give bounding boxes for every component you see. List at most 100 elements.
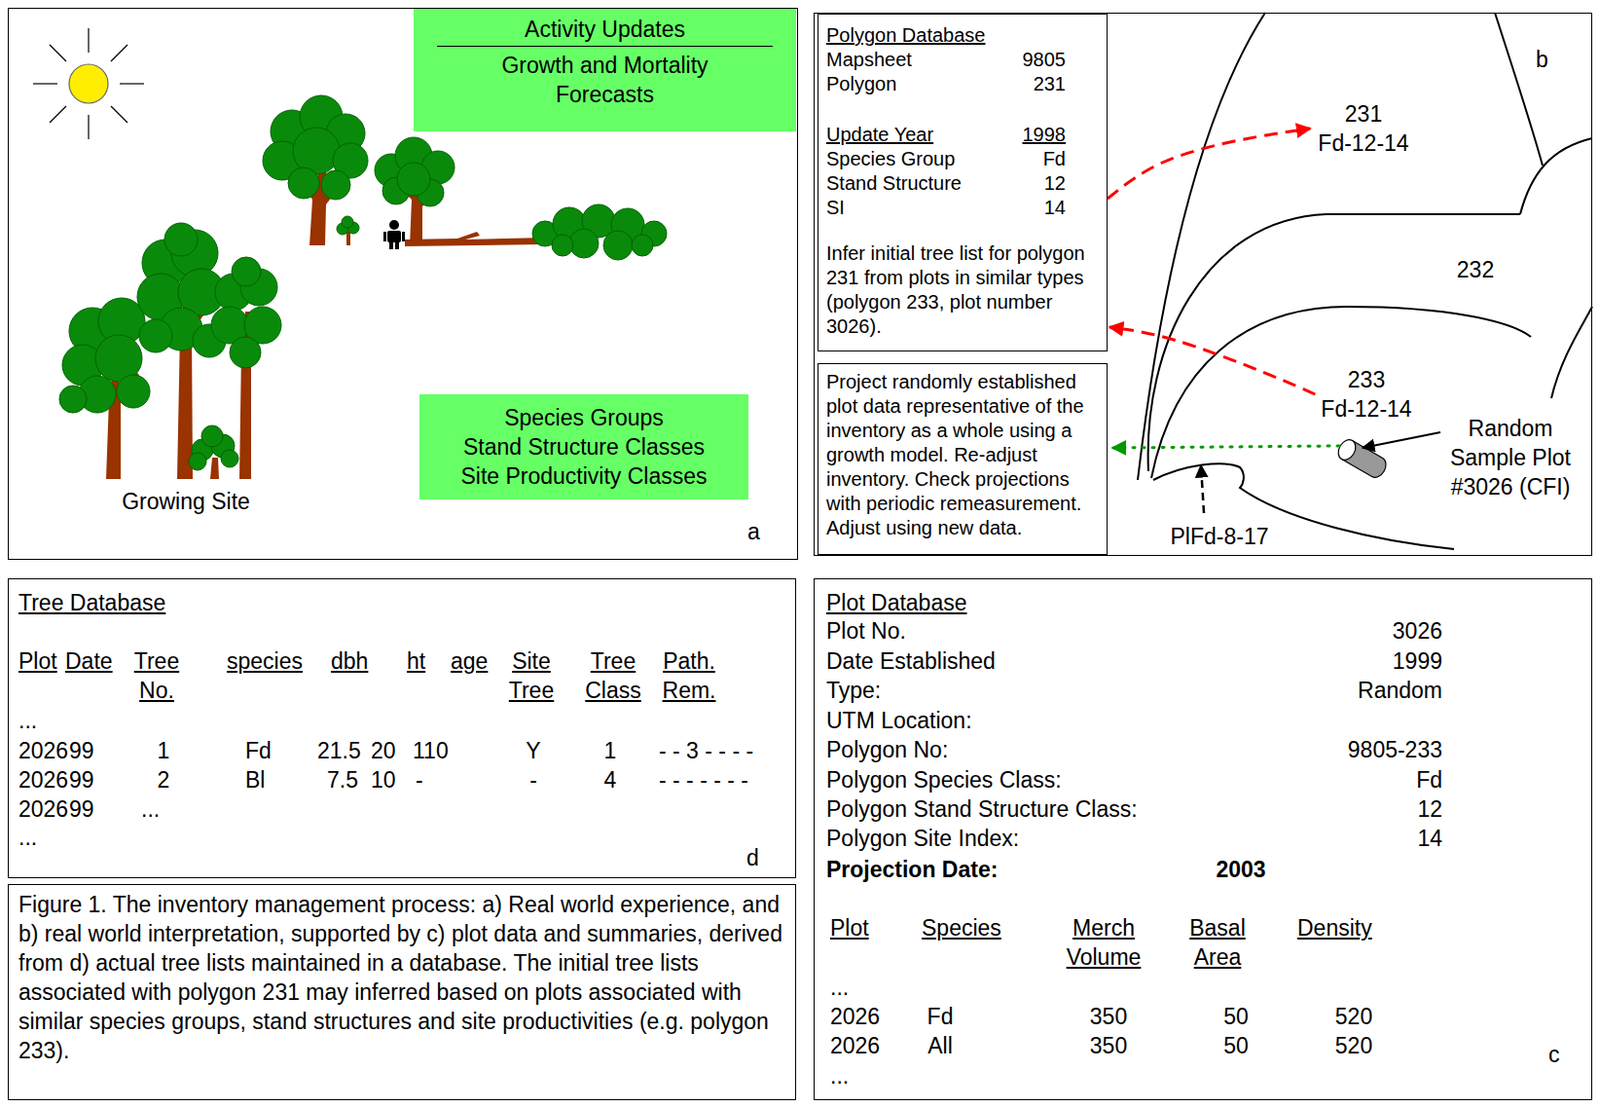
text-cell: Date bbox=[65, 646, 113, 676]
tree-symbol bbox=[59, 385, 87, 413]
dashed-arrow bbox=[1107, 128, 1310, 199]
map-polygon: 231Fd-12-14 bbox=[1311, 97, 1415, 160]
tree-symbol bbox=[229, 336, 261, 368]
record-text: 1998 bbox=[1022, 123, 1067, 146]
table-cell: 50 bbox=[1223, 1003, 1249, 1029]
text-cell: 4 bbox=[604, 764, 618, 795]
text-cell: 1999 bbox=[1392, 646, 1443, 676]
text-cell: 2026 bbox=[830, 1001, 880, 1031]
text-cell: ... bbox=[830, 1060, 849, 1091]
record-text: Fd bbox=[1043, 147, 1066, 170]
text-cell: 2026 bbox=[830, 1030, 880, 1060]
table-cell: age bbox=[450, 648, 488, 674]
text-cell: Date Established bbox=[826, 646, 996, 676]
text-cell: ... bbox=[18, 822, 37, 852]
sun-symbol bbox=[33, 82, 58, 84]
text-cell: Mapsheet bbox=[826, 47, 912, 73]
table-cell: Tree Class bbox=[584, 648, 642, 703]
note-box: Project randomly established plot data r… bbox=[817, 363, 1108, 555]
sun-symbol bbox=[49, 106, 67, 123]
tree-symbol bbox=[188, 452, 207, 471]
text-cell: d bbox=[746, 842, 760, 873]
text-cell: 520 bbox=[1335, 1030, 1373, 1060]
table-cell: 2026 bbox=[18, 796, 69, 822]
text-cell: 2026 bbox=[18, 735, 69, 765]
table-cell: ... bbox=[830, 1062, 849, 1089]
table-cell: 1 bbox=[604, 737, 618, 764]
projection-dotted-arrow bbox=[1112, 445, 1340, 448]
text-cell: Density bbox=[1297, 912, 1373, 943]
text-cell: - bbox=[415, 764, 424, 795]
polygon-label: 233 bbox=[1320, 364, 1412, 395]
table-cell: 99 bbox=[69, 737, 95, 764]
tree-symbol bbox=[220, 449, 239, 468]
map-polygon: 233Fd-12-14 bbox=[1314, 363, 1418, 426]
text-cell: ... bbox=[830, 972, 849, 1002]
tree-symbol bbox=[374, 137, 455, 246]
table-cell: Random bbox=[1357, 677, 1443, 703]
tree-symbol bbox=[374, 137, 455, 207]
table-cell: 350 bbox=[1090, 1003, 1128, 1029]
text-cell: Fd bbox=[245, 735, 272, 765]
polygon-label: 232 bbox=[1456, 254, 1494, 285]
table-cell: 99 bbox=[69, 766, 95, 793]
polygon-outline bbox=[1494, 12, 1543, 166]
text-cell: Type: bbox=[826, 675, 881, 705]
text-cell: 2003 bbox=[1215, 854, 1266, 884]
panel-letter: d bbox=[746, 844, 760, 871]
text-cell: Polygon Database bbox=[826, 23, 985, 48]
text-cell: 110 bbox=[412, 735, 449, 765]
person-symbol bbox=[387, 230, 401, 243]
tree-symbol bbox=[188, 425, 239, 471]
table-cell: species bbox=[226, 648, 303, 674]
label-holder: Random Sample Plot #3026 (CFI) bbox=[1447, 413, 1574, 502]
tree-symbol bbox=[137, 222, 226, 358]
dashed-arrow bbox=[1109, 327, 1315, 395]
tree-symbol bbox=[231, 256, 261, 287]
table-cell: ... bbox=[18, 707, 37, 733]
table-cell: UTM Location: bbox=[826, 707, 973, 733]
text-cell: 10 bbox=[370, 764, 397, 795]
tree-symbol bbox=[188, 425, 239, 479]
text-cell: Plot No. bbox=[826, 616, 907, 646]
text-cell: 2 bbox=[157, 764, 171, 795]
polygon-outline bbox=[1153, 463, 1455, 549]
table-cell: Species bbox=[921, 914, 1002, 941]
table-panel: Plot DatabasePlot No.3026Date Establishe… bbox=[813, 578, 1593, 1100]
text-cell: Polygon No: bbox=[826, 734, 948, 764]
person-symbol bbox=[389, 219, 400, 230]
table-cell: Tree No. bbox=[134, 648, 180, 703]
text-cell: ... bbox=[141, 794, 160, 824]
table-cell: dbh bbox=[330, 648, 368, 674]
tree-symbol bbox=[292, 127, 340, 175]
polygon-outline bbox=[1520, 138, 1593, 215]
table-cell: Fd bbox=[245, 737, 272, 764]
text-cell: Tree Database bbox=[18, 587, 166, 618]
table-cell: Site Tree bbox=[509, 648, 554, 703]
text-cell: 12 bbox=[1417, 794, 1443, 824]
tree-symbol bbox=[59, 297, 150, 479]
polygon-outline bbox=[1148, 214, 1521, 472]
text-cell: Polygon Site Index: bbox=[826, 823, 1019, 853]
table-cell: - bbox=[415, 766, 424, 793]
table-cell: Basal Area bbox=[1189, 914, 1246, 970]
table-cell: 1 bbox=[157, 737, 171, 764]
sun-symbol bbox=[110, 44, 128, 62]
fallen-tree-symbol bbox=[404, 231, 546, 247]
text-cell: UTM Location: bbox=[826, 705, 973, 735]
text-cell: 9805 bbox=[1022, 47, 1067, 73]
leader-dashed-arrow bbox=[1200, 465, 1204, 513]
table-cell: 2026 bbox=[18, 737, 69, 764]
map-polygon: 232 bbox=[1451, 253, 1500, 287]
text-cell: Y bbox=[525, 735, 541, 765]
sun-symbol bbox=[33, 28, 145, 140]
table-cell: Type: bbox=[826, 677, 881, 703]
tree-symbol bbox=[346, 231, 351, 246]
polygon-outline bbox=[1551, 306, 1593, 399]
table-cell: - - - - - - - bbox=[658, 766, 749, 793]
plot-callout: Random Sample Plot #3026 (CFI) bbox=[1450, 415, 1571, 500]
table-cell: 2026 bbox=[18, 766, 69, 793]
record-text: Mapsheet bbox=[826, 48, 912, 71]
record-text: 9805 bbox=[1022, 48, 1067, 71]
